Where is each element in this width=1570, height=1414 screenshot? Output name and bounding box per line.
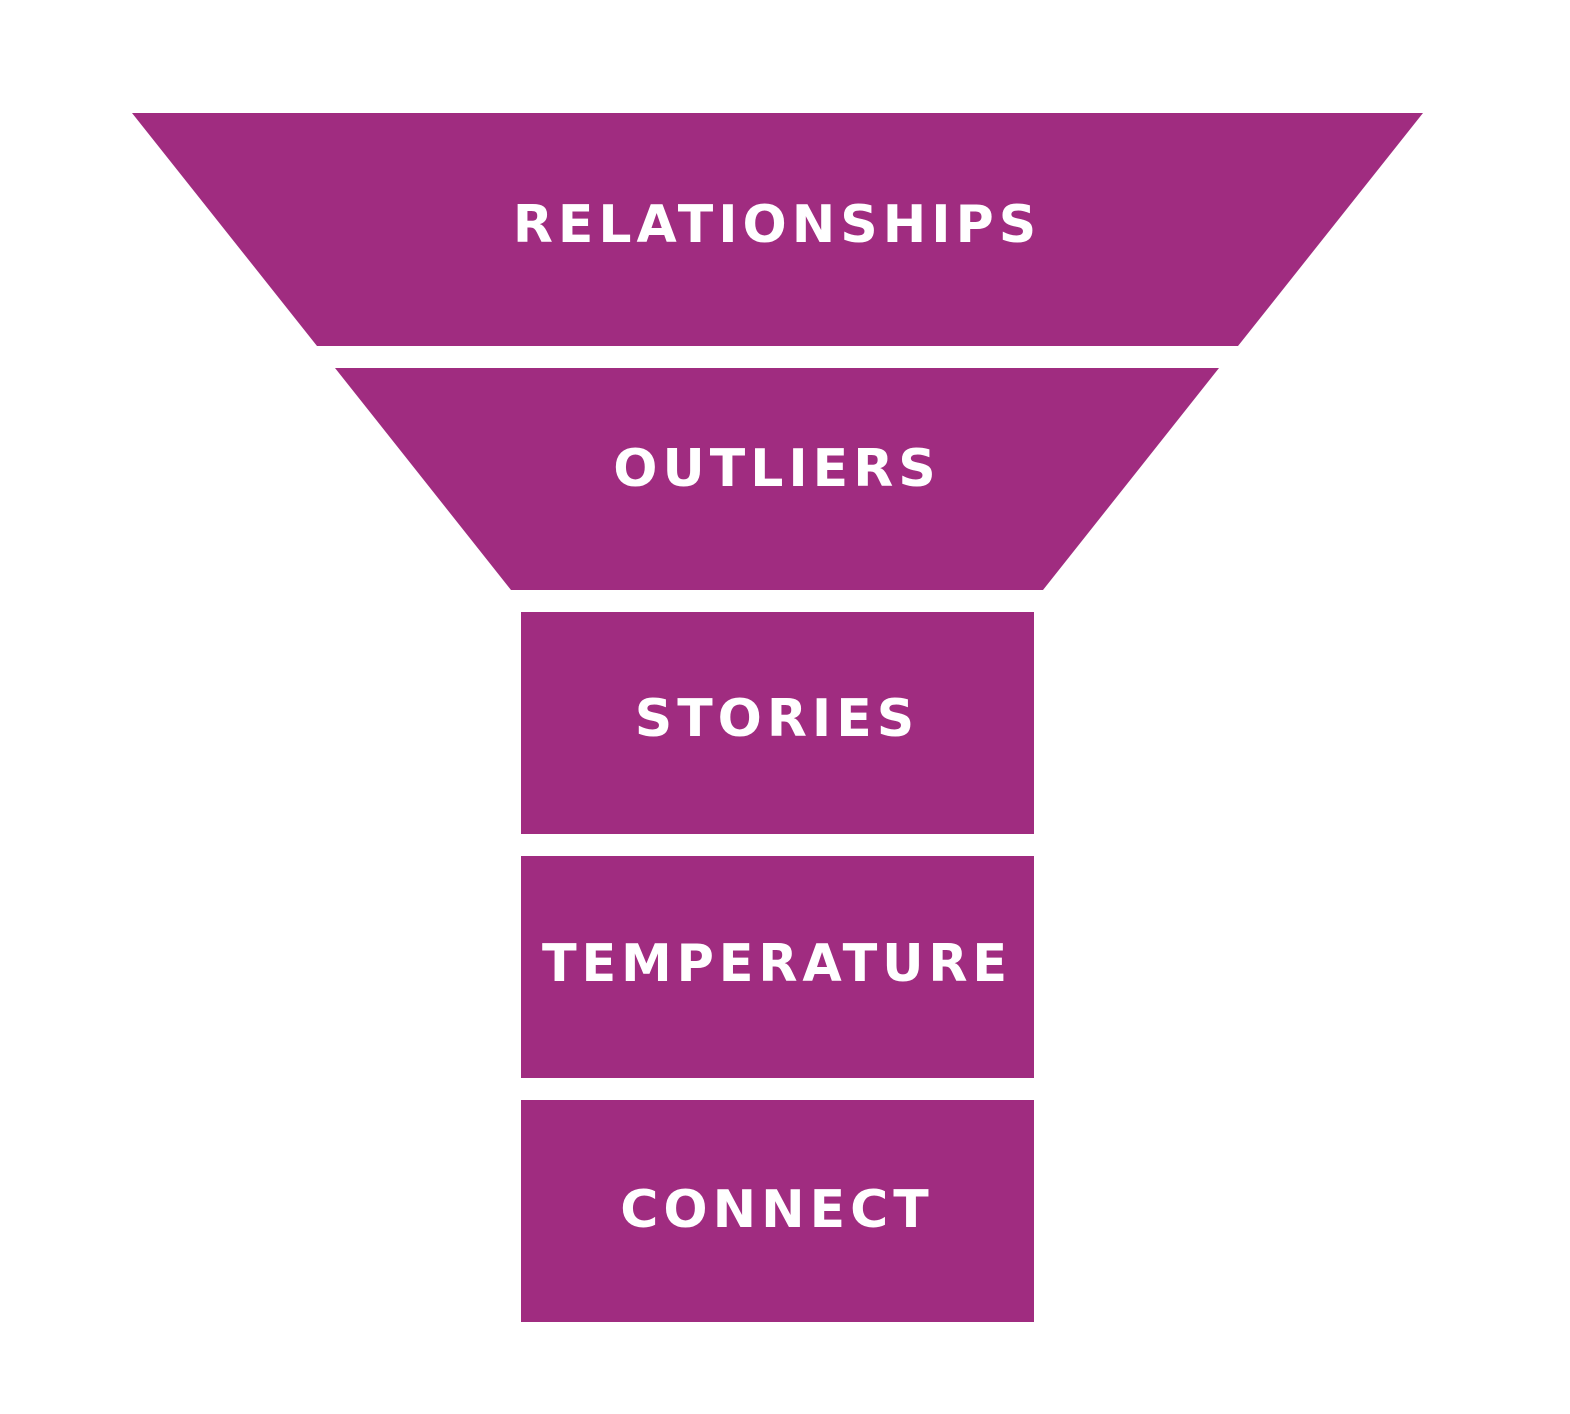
funnel-stage-shape <box>335 368 1219 590</box>
funnel-stage-connect: CONNECT <box>521 1100 1034 1322</box>
funnel-stage-temperature: TEMPERATURE <box>521 856 1034 1078</box>
funnel-stage-label: RELATIONSHIPS <box>513 195 1041 255</box>
funnel-stage-shape <box>521 856 1034 1078</box>
funnel-stage-stories: STORIES <box>521 612 1034 834</box>
funnel-stage-shape <box>521 612 1034 834</box>
funnel-stage-shape <box>132 113 1423 346</box>
funnel-stage-label: TEMPERATURE <box>542 934 1012 994</box>
funnel-stage-outliers: OUTLIERS <box>335 368 1219 590</box>
funnel-stage-label: STORIES <box>635 689 920 749</box>
funnel-stage-label: OUTLIERS <box>613 439 940 499</box>
funnel-stage-shape <box>521 1100 1034 1322</box>
funnel-stage-label: CONNECT <box>620 1180 934 1240</box>
funnel-stage-relationships: RELATIONSHIPS <box>132 113 1423 346</box>
